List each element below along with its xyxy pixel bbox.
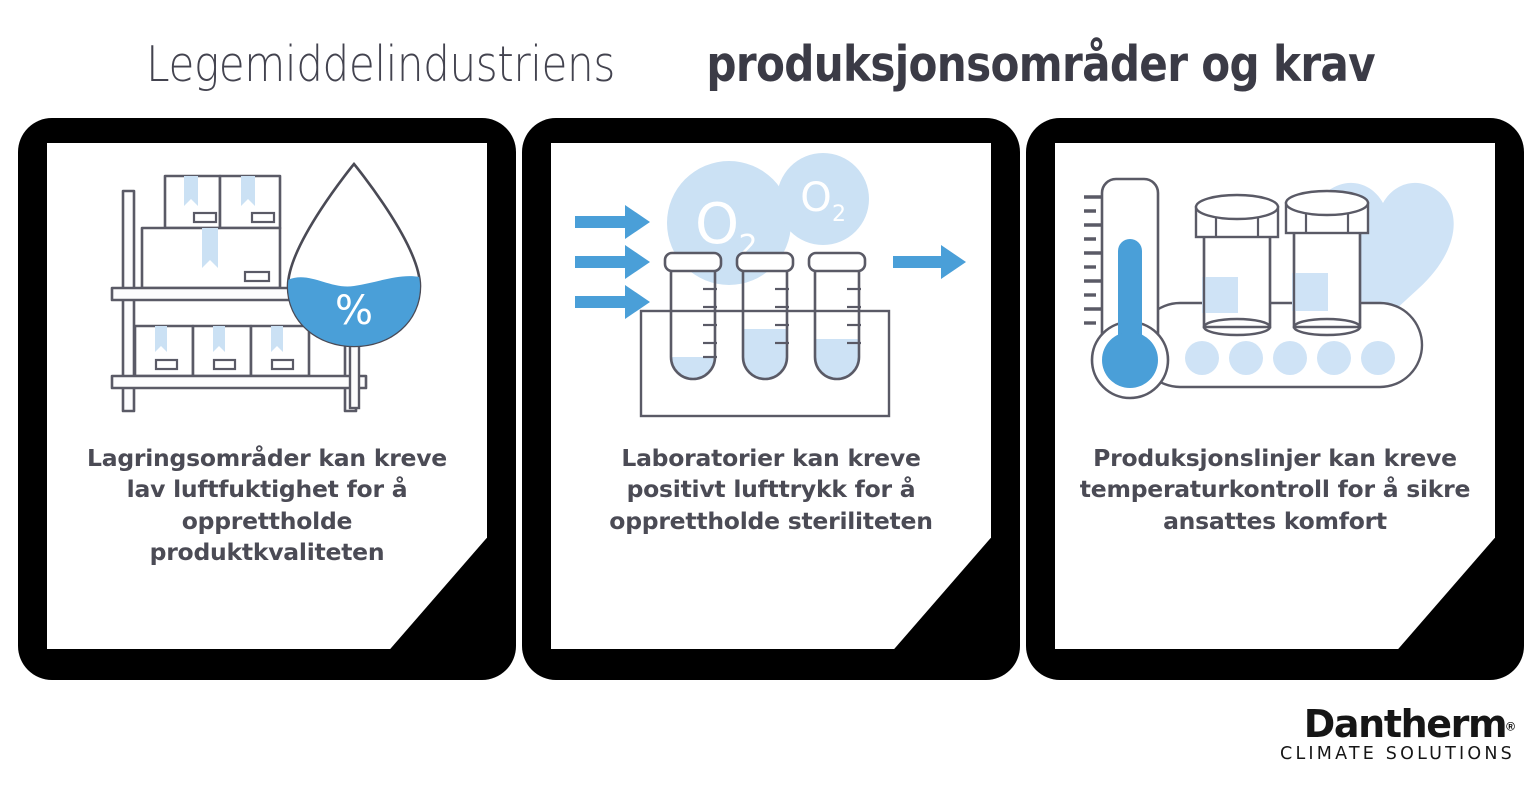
pill-jar-1 <box>1194 193 1280 336</box>
card-laboratory-pressure[interactable]: O 2 O 2 <box>522 118 1020 680</box>
svg-text:O: O <box>800 175 831 221</box>
card-production-temperature[interactable]: Produksjonslinjer kan kreve temperaturko… <box>1026 118 1524 680</box>
thermometer-scale <box>1084 194 1102 325</box>
logo-tagline: CLIMATE SOLUTIONS <box>1280 743 1515 764</box>
svg-text:O: O <box>695 192 739 257</box>
pill-jar-2 <box>1284 189 1370 336</box>
thermometer <box>1090 177 1170 399</box>
conveyor-rollers <box>1185 340 1395 375</box>
page-title-light: Legemiddelindustriens <box>146 36 615 93</box>
test-tube-2 <box>735 251 795 380</box>
page-title-bold: produksjonsområder og krav <box>705 36 1375 93</box>
tube-rack <box>639 309 891 417</box>
card-caption: Produksjonslinjer kan kreve temperaturko… <box>1079 444 1471 535</box>
card-grid: % Lagringsområder kan kreve lav luftfukt… <box>18 118 1524 680</box>
card-caption: Lagringsområder kan kreve lav luftfuktig… <box>86 444 447 566</box>
warehouse-shelf-humidity-droplet-icon: % <box>47 143 487 443</box>
logo-brand-row: Dantherm® <box>1280 705 1515 743</box>
card-body: % Lagringsområder kan kreve lav luftfukt… <box>47 143 487 649</box>
inflow-arrows <box>575 204 650 319</box>
card-storage-humidity[interactable]: % Lagringsområder kan kreve lav luftfukt… <box>18 118 516 680</box>
test-tube-3 <box>807 251 867 380</box>
card-caption: Laboratorier kan kreve positivt lufttryk… <box>609 444 933 535</box>
card-body: Produksjonslinjer kan kreve temperaturko… <box>1055 143 1495 649</box>
card-body: O 2 O 2 <box>551 143 991 649</box>
oxygen-bubble-small <box>777 152 869 245</box>
outflow-arrow <box>893 244 966 279</box>
page-title: Legemiddelindustriens produksjonsområder… <box>0 36 1537 93</box>
registered-mark-icon: ® <box>1506 719 1515 734</box>
thermometer-conveyor-pilljars-heart-icon <box>1055 143 1495 443</box>
logo-brand: Dantherm <box>1303 701 1508 746</box>
test-tube-1 <box>663 251 723 380</box>
dantherm-logo: Dantherm® CLIMATE SOLUTIONS <box>1280 705 1515 764</box>
humidity-percent-label: % <box>335 288 373 334</box>
svg-text:2: 2 <box>832 202 846 227</box>
test-tubes-oxygen-airflow-icon: O 2 O 2 <box>551 143 991 443</box>
